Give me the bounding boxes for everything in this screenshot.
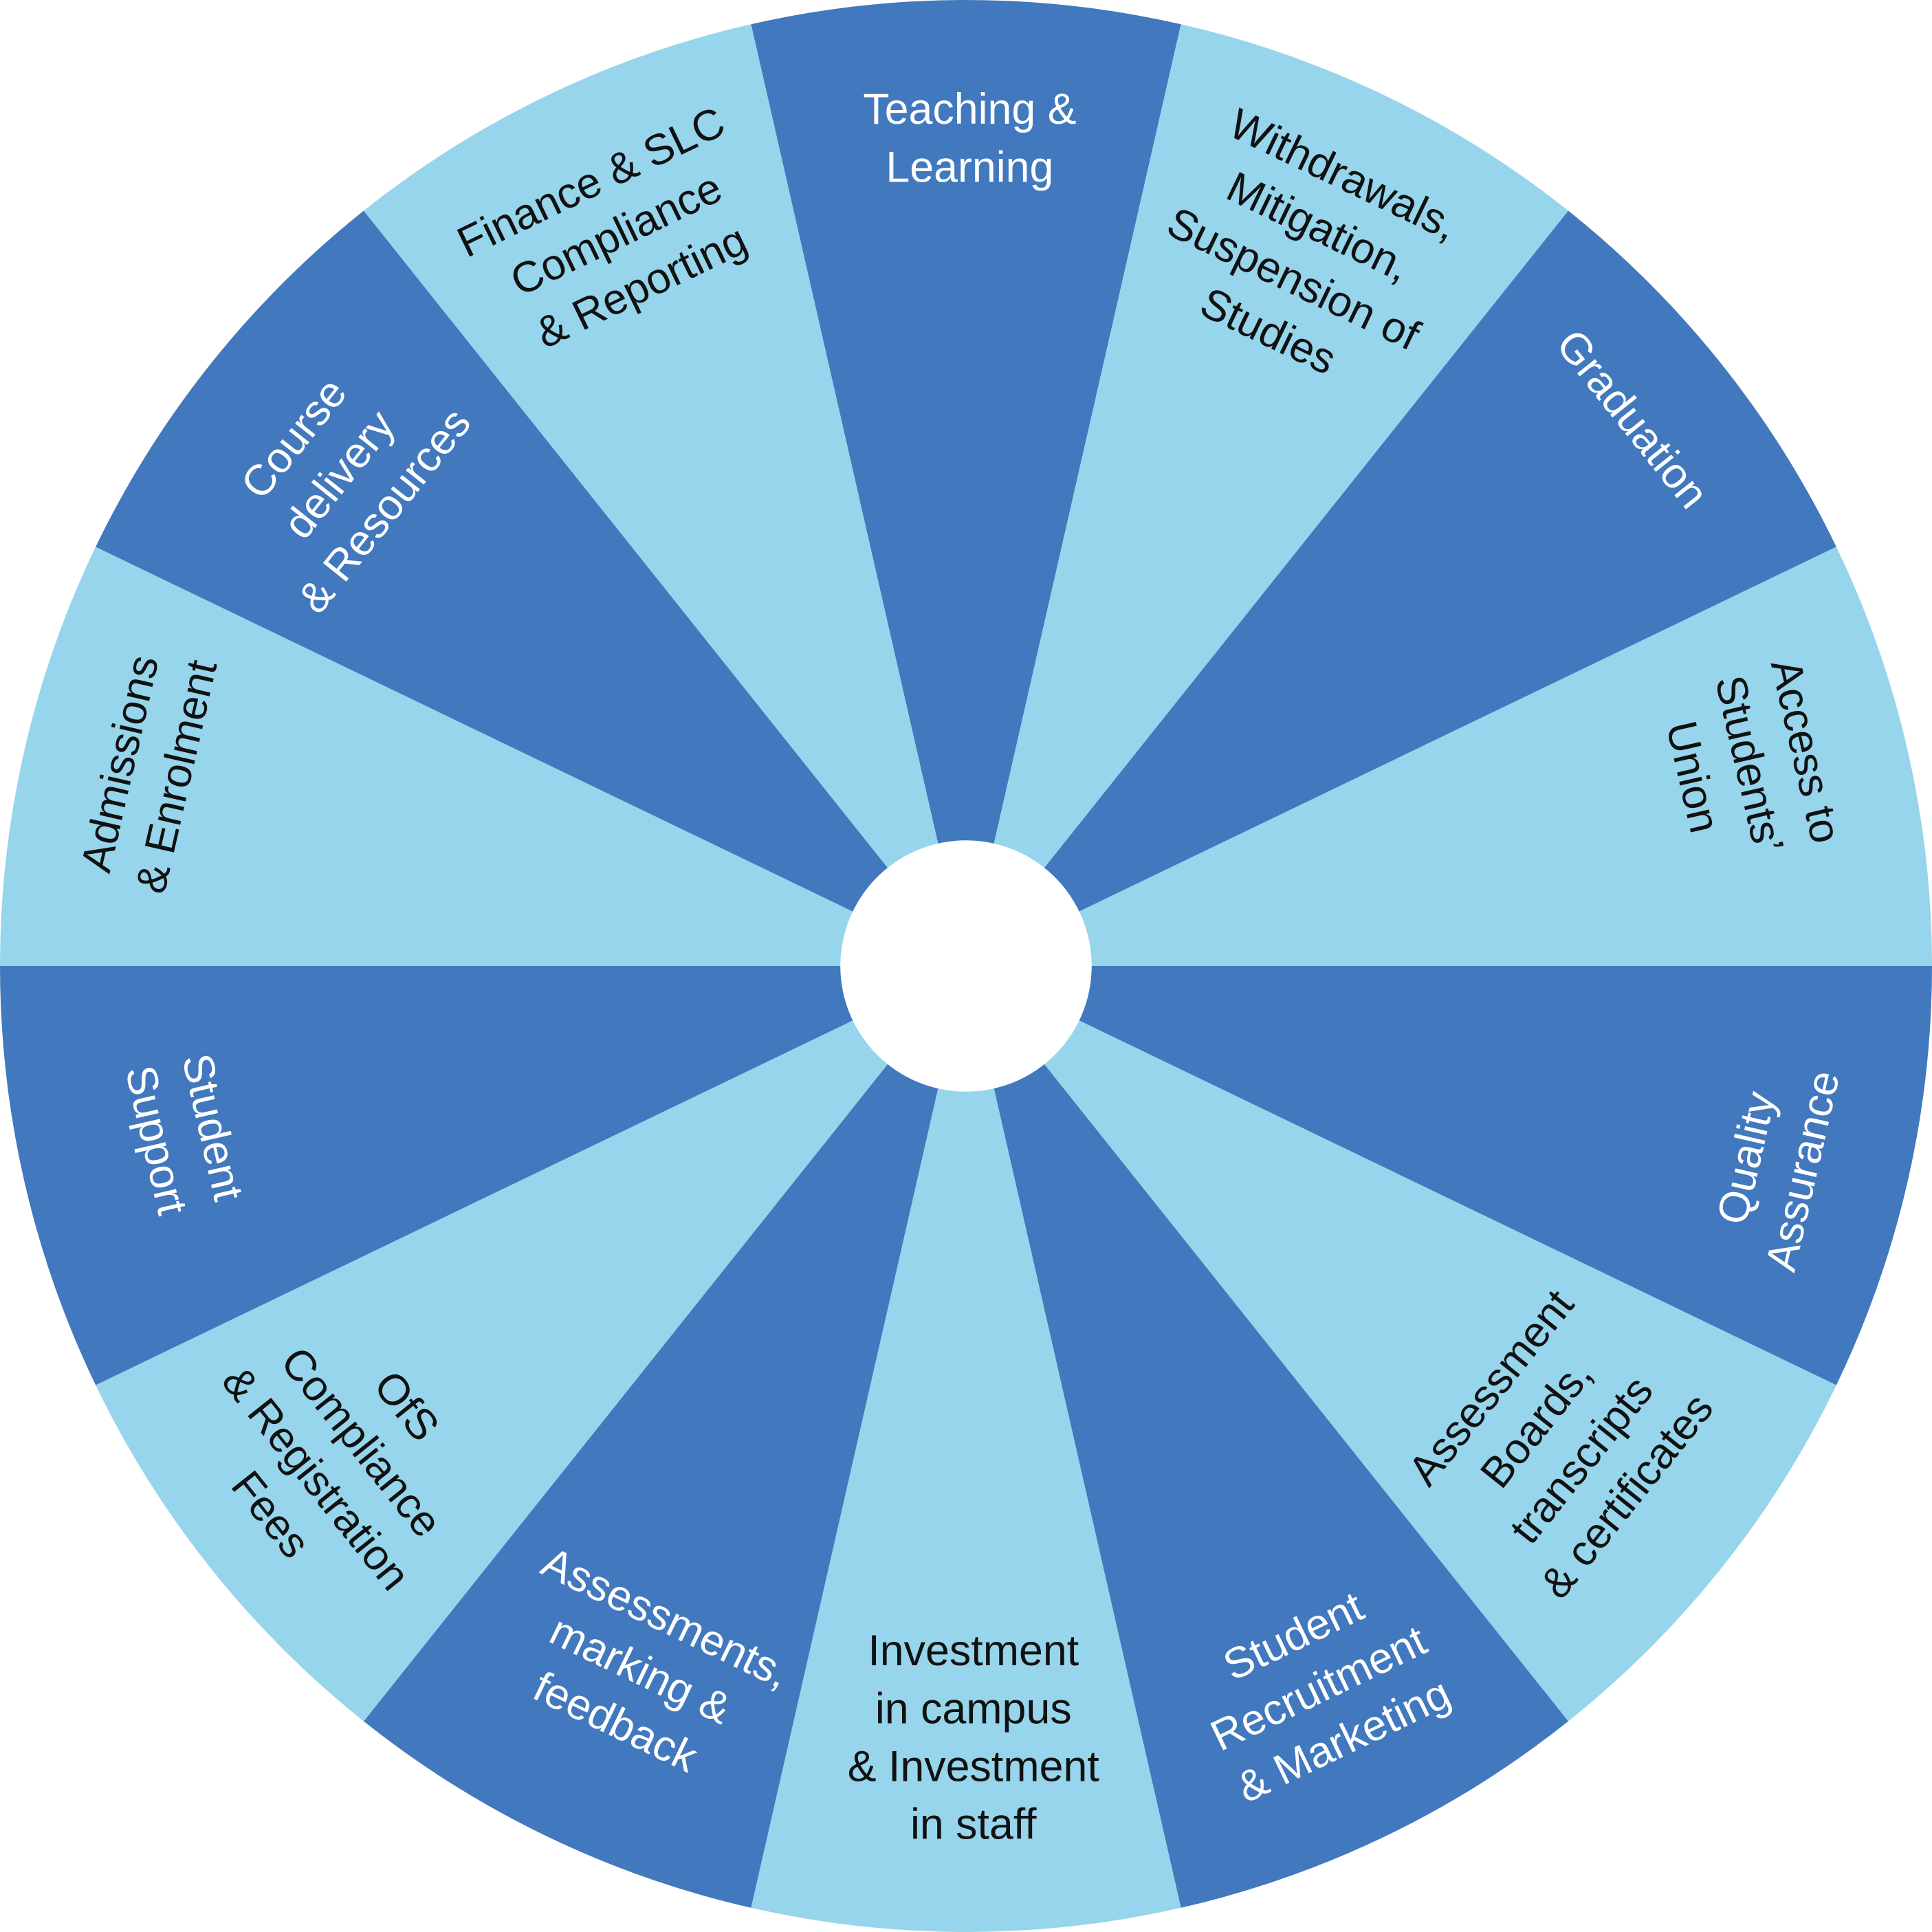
wheel-segment [966,24,1569,966]
wheel-segment [751,0,1181,966]
wheel-segment [96,210,966,967]
wheel-segment [751,966,1181,1932]
wheel-segment [966,210,1836,967]
wheel-segment [966,966,1932,1385]
segment-label-line: Learning [886,143,1053,191]
segment-label-line: in campus [875,1684,1072,1733]
segment-label-line: Investment [868,1627,1079,1675]
segment-label-line: in staff [910,1801,1037,1849]
segment-label-line: & Investment [848,1742,1099,1790]
wheel-segment [0,966,966,1385]
segment-label-line: Teaching & [863,85,1076,133]
wheel-segment [966,547,1932,966]
center-hub [840,840,1092,1092]
wheel-segment [363,966,966,1908]
wheel-segment [363,24,966,966]
wheel-segment [966,966,1836,1722]
segment-label: Teaching & Learning [863,85,1076,191]
wheel-segment [966,966,1569,1908]
wheel-segment [96,966,966,1722]
segment-label: Investment in campus & Investment in staff [848,1627,1099,1849]
wheel-segment [0,547,966,966]
